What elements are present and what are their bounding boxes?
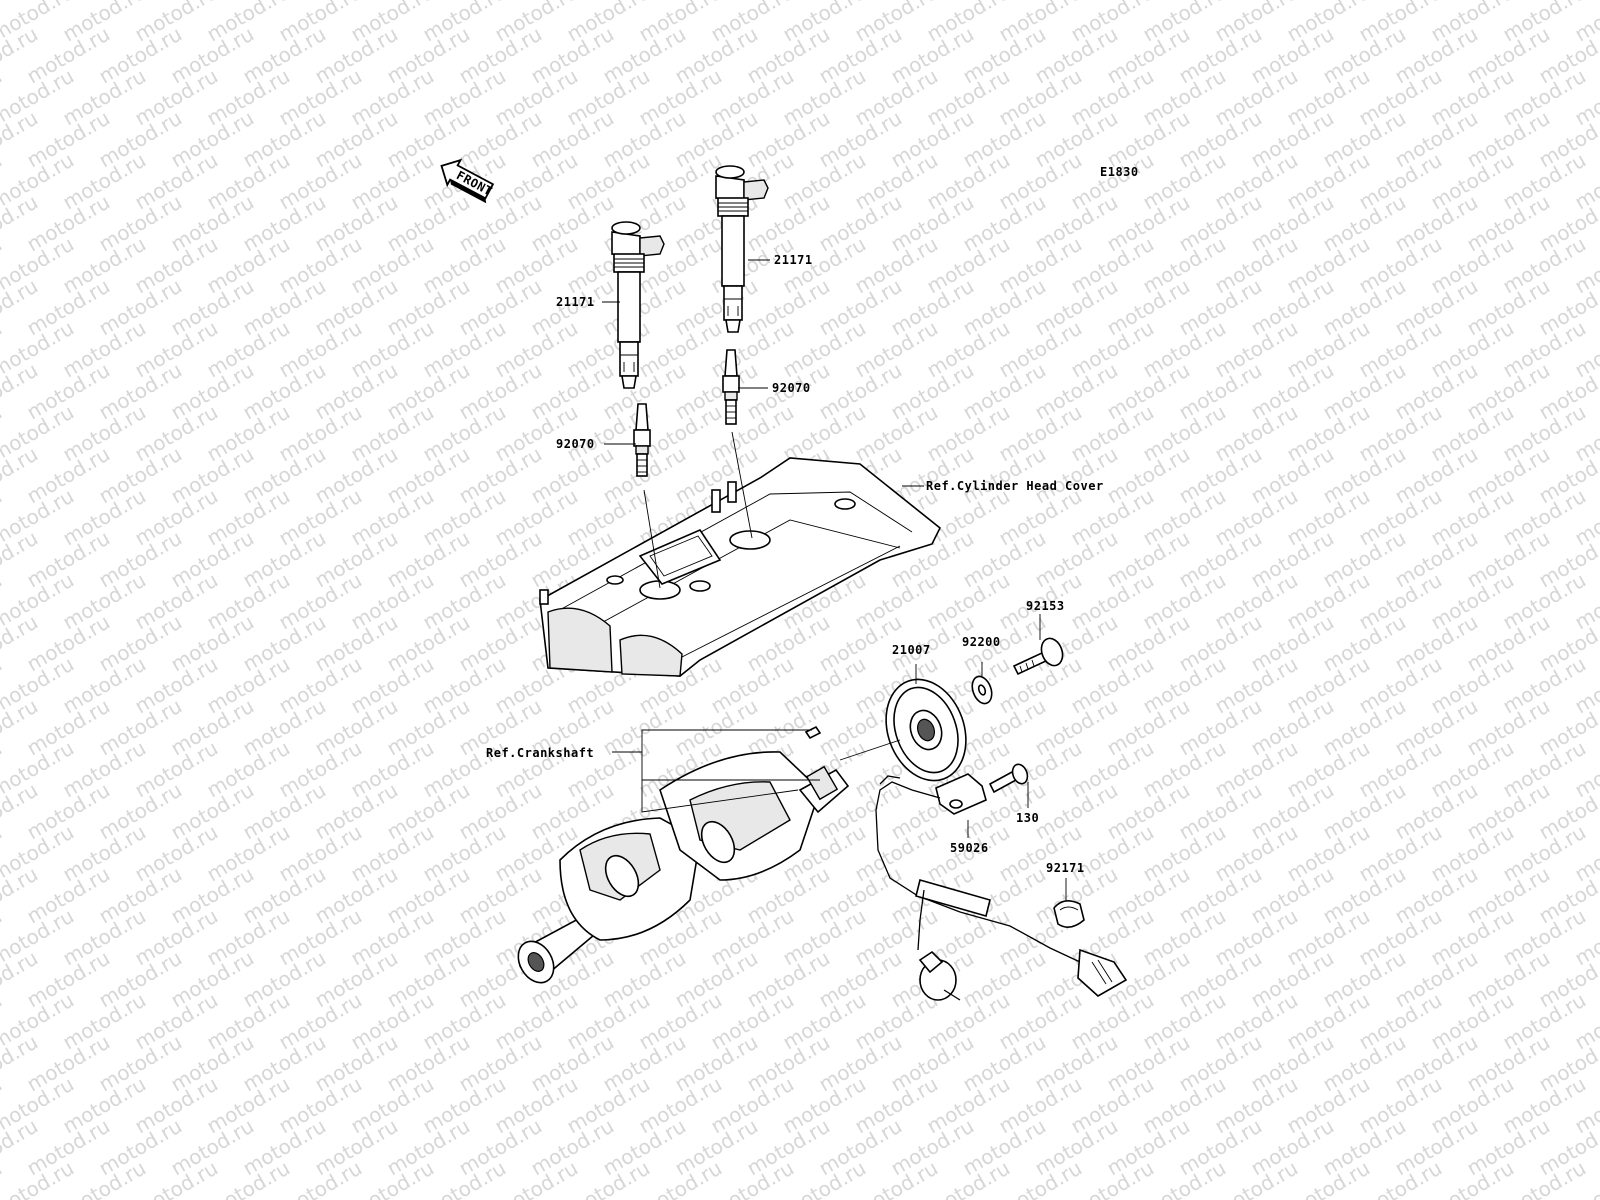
callout-bolt-sensor: 130 bbox=[1016, 811, 1039, 825]
timing-rotor[interactable] bbox=[873, 668, 980, 792]
cylinder-head-cover[interactable] bbox=[539, 457, 942, 677]
callout-head-cover: Ref.Cylinder Head Cover bbox=[926, 479, 1104, 493]
callout-coil-right: 21171 bbox=[774, 253, 813, 267]
crankshaft[interactable] bbox=[511, 751, 850, 989]
watermark-text: motod.ru bbox=[0, 1156, 6, 1200]
wire-clamp[interactable] bbox=[1053, 900, 1085, 928]
spark-plug-left[interactable] bbox=[633, 403, 651, 477]
callout-washer: 92200 bbox=[962, 635, 1001, 649]
diagram-code: E1830 bbox=[1100, 165, 1139, 179]
callout-plug-right: 92070 bbox=[772, 381, 811, 395]
callout-clamp: 92171 bbox=[1046, 861, 1085, 875]
crank-pin[interactable] bbox=[804, 725, 822, 740]
leader-lines bbox=[602, 259, 1067, 900]
callout-pickup-coil: 59026 bbox=[950, 841, 989, 855]
callout-crankshaft: Ref.Crankshaft bbox=[486, 746, 594, 760]
sensor-bolt[interactable] bbox=[988, 762, 1030, 794]
pickup-coil[interactable] bbox=[875, 773, 1128, 1001]
rotor-bolt[interactable] bbox=[1012, 635, 1066, 676]
callout-plug-left: 92070 bbox=[556, 437, 595, 451]
ignition-coil-left[interactable] bbox=[611, 221, 665, 389]
callout-coil-left: 21171 bbox=[556, 295, 595, 309]
spark-plug-right[interactable] bbox=[722, 349, 740, 425]
callout-sensor-rotor: 21007 bbox=[892, 643, 931, 657]
callout-bolt-rotor: 92153 bbox=[1026, 599, 1065, 613]
ignition-coil-right[interactable] bbox=[715, 165, 769, 333]
washer[interactable] bbox=[969, 674, 995, 706]
